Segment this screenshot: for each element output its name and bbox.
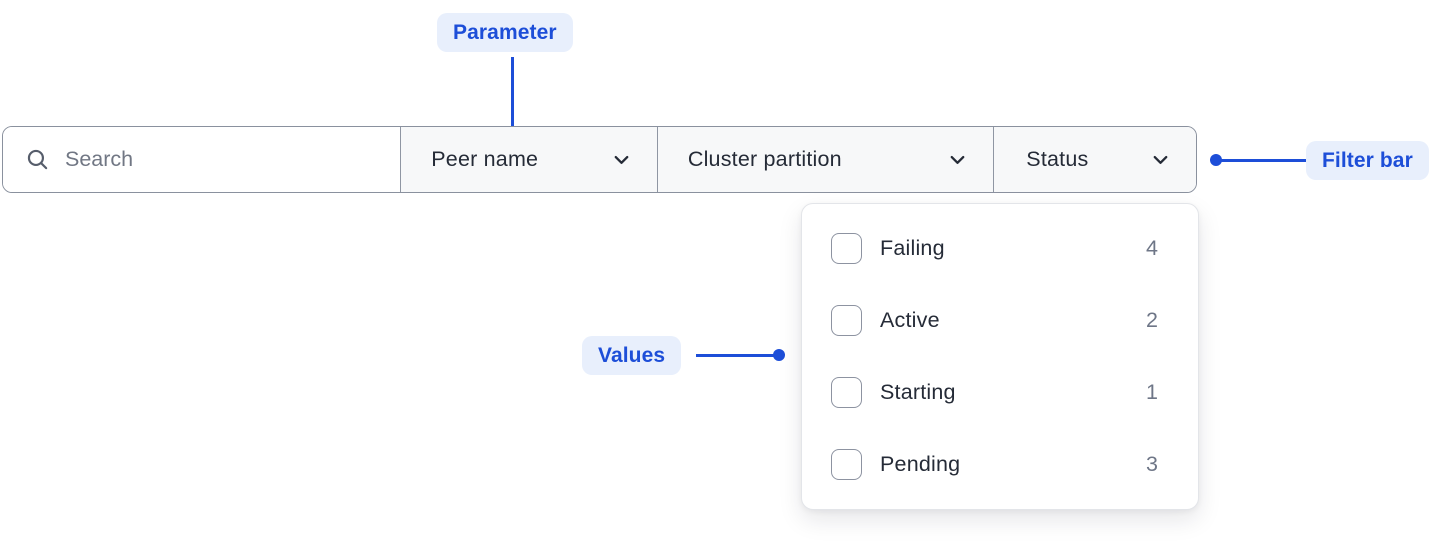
value-row-failing[interactable]: Failing 4 (802, 213, 1198, 285)
filter-bar-annotation-badge: Filter bar (1306, 141, 1429, 180)
value-label: Pending (880, 451, 961, 476)
filter-bar: Peer name Cluster partition Status (2, 126, 1197, 193)
value-label: Active (880, 308, 940, 333)
value-count: 2 (1146, 308, 1158, 333)
dropdown-cluster-partition-label: Cluster partition (687, 147, 842, 171)
value-row-pending[interactable]: Pending 3 (802, 428, 1198, 500)
chevron-down-icon (614, 155, 629, 165)
value-row-starting[interactable]: Starting 1 (802, 357, 1198, 429)
value-row-active[interactable]: Active 2 (802, 285, 1198, 357)
pending-checkbox[interactable] (831, 448, 862, 480)
status-values-panel: Failing 4 Active 2 Starting 1 Pending 3 (801, 203, 1199, 510)
value-label: Failing (880, 236, 945, 261)
values-annotation-dot (773, 349, 785, 361)
values-annotation-line (696, 354, 779, 357)
dropdown-cluster-partition[interactable]: Cluster partition (656, 127, 994, 192)
value-label: Starting (880, 379, 956, 404)
parameter-annotation-badge: Parameter (437, 13, 573, 52)
search-field[interactable] (3, 127, 401, 192)
search-input[interactable] (65, 147, 401, 172)
dropdown-status[interactable]: Status (993, 127, 1196, 192)
failing-checkbox[interactable] (831, 233, 862, 265)
values-annotation-badge: Values (582, 336, 682, 375)
dropdown-status-label: Status (1026, 147, 1089, 171)
chevron-down-icon (950, 155, 965, 165)
chevron-down-icon (1153, 155, 1168, 165)
filter-bar-annotation-line (1218, 159, 1306, 162)
dropdown-peer-name[interactable]: Peer name (400, 127, 657, 192)
value-count: 4 (1146, 236, 1158, 261)
search-icon (27, 149, 48, 170)
parameter-annotation-line (511, 57, 514, 143)
filter-bar-annotation-dot (1210, 154, 1222, 166)
value-count: 3 (1146, 451, 1158, 476)
starting-checkbox[interactable] (831, 376, 862, 408)
value-count: 1 (1146, 379, 1158, 404)
active-checkbox[interactable] (831, 305, 862, 337)
dropdown-peer-name-label: Peer name (431, 147, 539, 171)
